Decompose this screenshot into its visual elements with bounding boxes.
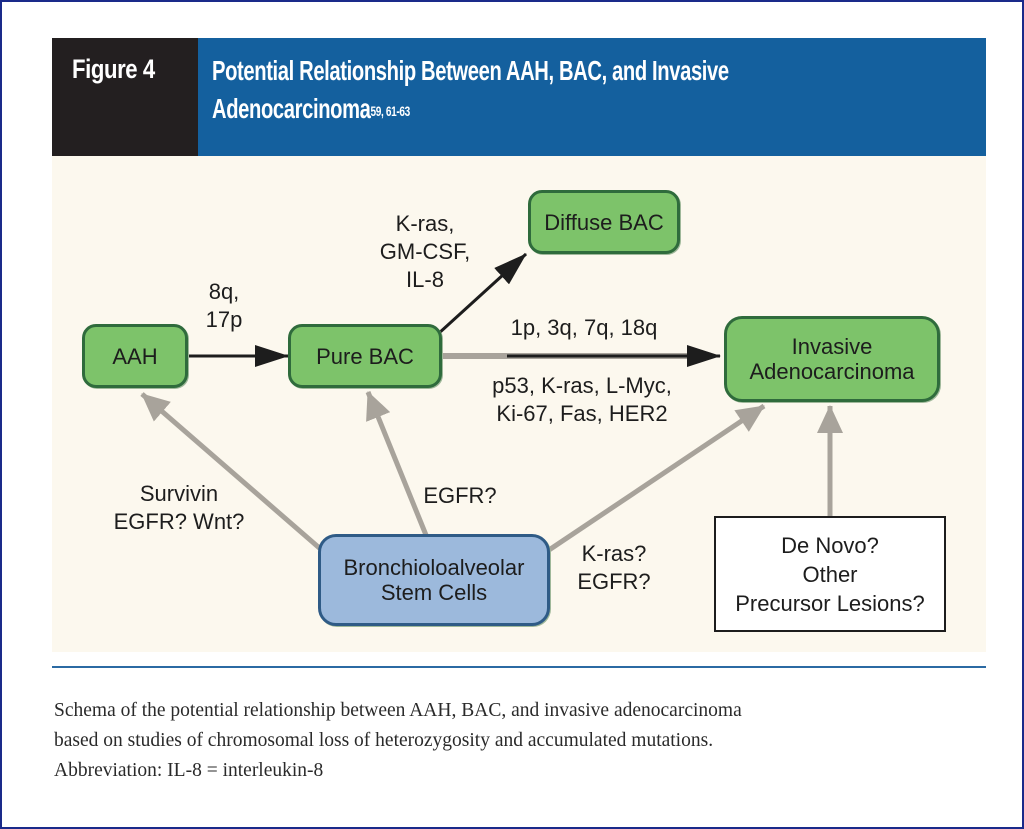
caption-line-2: based on studies of chromosomal loss of … bbox=[54, 730, 714, 751]
edge-label-bac-to-diffuse-2: GM-CSF, bbox=[379, 239, 471, 264]
node-aah: AAH bbox=[82, 324, 188, 388]
edge-label-stem-to-aah-2: EGFR? Wnt? bbox=[113, 509, 245, 534]
node-stem-line2: Stem Cells bbox=[380, 580, 488, 605]
edge-label-bac-to-diffuse-1: K-ras, bbox=[395, 211, 455, 236]
edge-label-aah-to-bac-1: 8q, bbox=[208, 279, 240, 304]
arrow-purebac-to-diffusebac bbox=[436, 252, 528, 336]
caption-line-1: Schema of the potential relationship bet… bbox=[54, 700, 742, 721]
edge-label-stem-to-invasive-1: K-ras? bbox=[581, 541, 647, 566]
edge-label-aah-to-bac-2: 17p bbox=[205, 307, 243, 332]
edge-label-stem-to-invasive-2: EGFR? bbox=[577, 569, 651, 594]
node-invasive-adenocarcinoma: Invasive Adenocarcinoma bbox=[724, 316, 940, 402]
arrow-stem-to-purebac bbox=[365, 391, 431, 541]
node-stem-line1: Bronchioloalveolar bbox=[343, 555, 525, 580]
node-stem-cells: Bronchioloalveolar Stem Cells bbox=[318, 534, 550, 626]
figure-header: Figure 4 Potential Relationship Between … bbox=[52, 38, 986, 156]
caption-line-3: Abbreviation: IL-8 = interleukin-8 bbox=[54, 760, 324, 781]
node-invasive-line1: Invasive bbox=[791, 334, 873, 359]
edge-label-bac-to-invasive-top: 1p, 3q, 7q, 18q bbox=[510, 315, 658, 340]
diagram-panel: AAH Pure BAC Diffuse BAC Invasive Adenoc… bbox=[52, 156, 986, 652]
edge-label-stem-to-aah-1: Survivin bbox=[139, 481, 219, 506]
figure-title-box: Potential Relationship Between AAH, BAC,… bbox=[198, 38, 986, 156]
edge-label-bac-to-diffuse-3: IL-8 bbox=[406, 267, 444, 292]
edge-label-bac-to-invasive-bottom-1: p53, K-ras, L-Myc, bbox=[492, 373, 672, 398]
node-aah-label: AAH bbox=[112, 343, 158, 369]
edge-label-bac-to-invasive-bottom-2: Ki-67, Fas, HER2 bbox=[496, 401, 668, 426]
node-diffuse-bac-label: Diffuse BAC bbox=[544, 209, 664, 235]
node-diffuse-bac: Diffuse BAC bbox=[528, 190, 680, 254]
arrow-stem-to-aah bbox=[140, 392, 326, 554]
arrow-stem-to-invasive bbox=[544, 403, 766, 555]
edge-label-bac-to-invasive-bottom: p53, K-ras, L-Myc, Ki-67, Fas, HER2 bbox=[462, 372, 702, 428]
diagram-arrows bbox=[140, 252, 843, 555]
edge-label-stem-to-aah: Survivin EGFR? Wnt? bbox=[104, 480, 254, 536]
caption-divider bbox=[52, 666, 986, 668]
node-de-novo: De Novo? Other Precursor Lesions? bbox=[714, 516, 946, 632]
node-denovo-line3: Precursor Lesions? bbox=[735, 590, 925, 616]
edge-label-bac-to-diffuse: K-ras, GM-CSF, IL-8 bbox=[370, 210, 480, 294]
edge-label-stem-to-invasive: K-ras? EGFR? bbox=[568, 540, 660, 596]
figure-label-box: Figure 4 bbox=[52, 38, 198, 156]
figure-caption: Schema of the potential relationship bet… bbox=[54, 696, 994, 786]
figure-label: Figure 4 bbox=[72, 54, 155, 84]
node-pure-bac-label: Pure BAC bbox=[316, 343, 414, 369]
edge-label-aah-to-bac: 8q, 17p bbox=[194, 278, 254, 334]
figure-title: Potential Relationship Between AAH, BAC,… bbox=[212, 52, 860, 128]
edge-label-stem-to-bac: EGFR? bbox=[423, 483, 497, 508]
figure-title-text: Potential Relationship Between AAH, BAC,… bbox=[212, 55, 729, 124]
node-denovo-line1: De Novo? bbox=[781, 532, 879, 558]
figure-title-refs: 59, 61-63 bbox=[370, 103, 411, 119]
node-denovo-line2: Other bbox=[802, 561, 858, 587]
node-pure-bac: Pure BAC bbox=[288, 324, 442, 388]
node-invasive-line2: Adenocarcinoma bbox=[749, 359, 915, 384]
